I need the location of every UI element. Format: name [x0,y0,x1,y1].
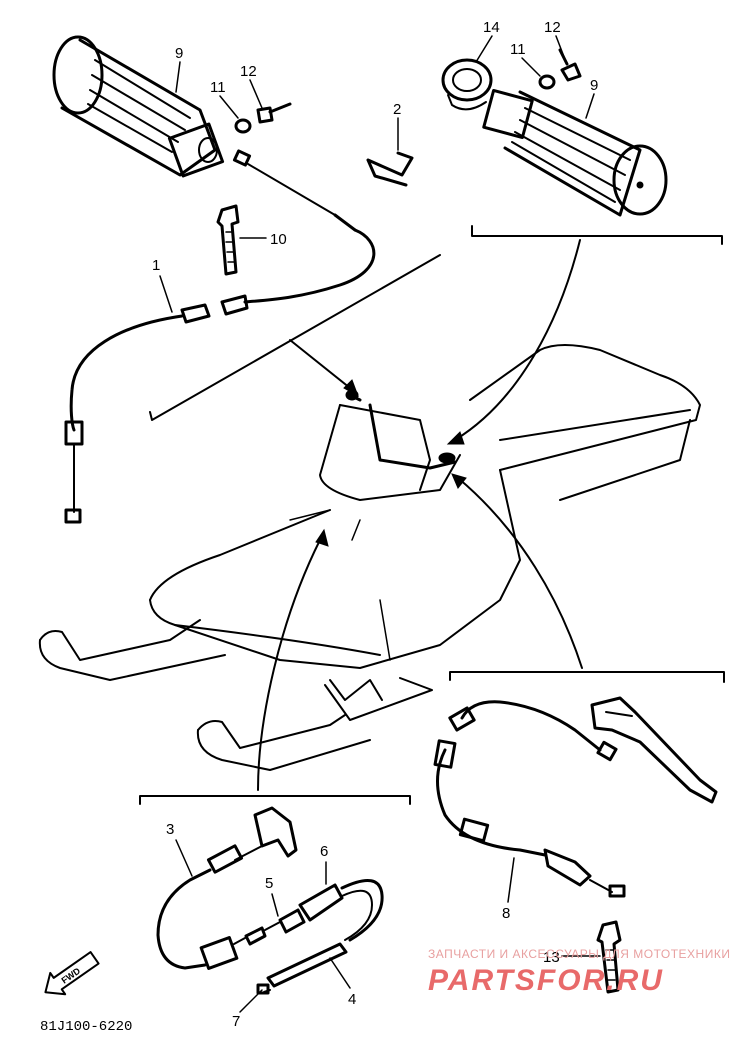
right-handlebar-grip [482,88,668,217]
label-2: 2 [393,101,401,118]
label-11-left: 11 [210,79,226,96]
choke-valve-body [298,879,384,942]
label-11-right: 11 [510,41,526,58]
label-7: 7 [232,1013,240,1030]
group-brackets [139,225,725,805]
diagram-code: 81J100-6220 [40,1019,132,1035]
label-6: 6 [320,843,328,860]
left-grip-washer [234,118,252,134]
choke-lever [206,806,298,874]
forward-arrow-icon: FWD [44,951,100,996]
label-12-right: 12 [544,19,561,36]
brake-lever [590,696,718,804]
throttle-cable [64,228,376,524]
watermark: ЗАПЧАСТИ И АКСЕССУАРЫ ДЛЯ МОТОТЕХНИКИ PA… [428,947,730,997]
watermark-logo: PARTSFOR.RU [428,964,664,997]
left-handlebar-grip [52,35,225,178]
leader-arrows [257,239,583,791]
label-8: 8 [502,905,510,922]
label-12-left: 12 [240,63,257,80]
cable-band-right [596,920,622,994]
right-grip-washer [538,74,556,90]
choke-plunger [244,908,306,946]
label-1: 1 [152,257,160,274]
label-3: 3 [166,821,174,838]
label-9-right: 9 [590,77,598,94]
label-4: 4 [348,991,356,1008]
watermark-tagline: ЗАПЧАСТИ И АКСЕССУАРЫ ДЛЯ МОТОТЕХНИКИ [428,947,730,961]
brake-cable [433,700,626,898]
left-grip-screw [256,102,292,124]
label-10: 10 [270,231,287,248]
choke-cable [156,868,246,970]
label-14: 14 [483,19,500,36]
label-9-left: 9 [175,45,183,62]
throttle-cable-end [232,149,357,232]
label-5: 5 [265,875,273,892]
cable-band-left [216,204,267,276]
snowmobile [38,344,701,771]
choke-hose [256,942,348,995]
clip [366,117,414,187]
part-labels: 9 11 12 2 10 1 14 11 12 9 3 5 6 4 7 8 13 [152,19,601,1030]
grip-ring [441,58,493,111]
label-13: 13 [543,949,560,966]
